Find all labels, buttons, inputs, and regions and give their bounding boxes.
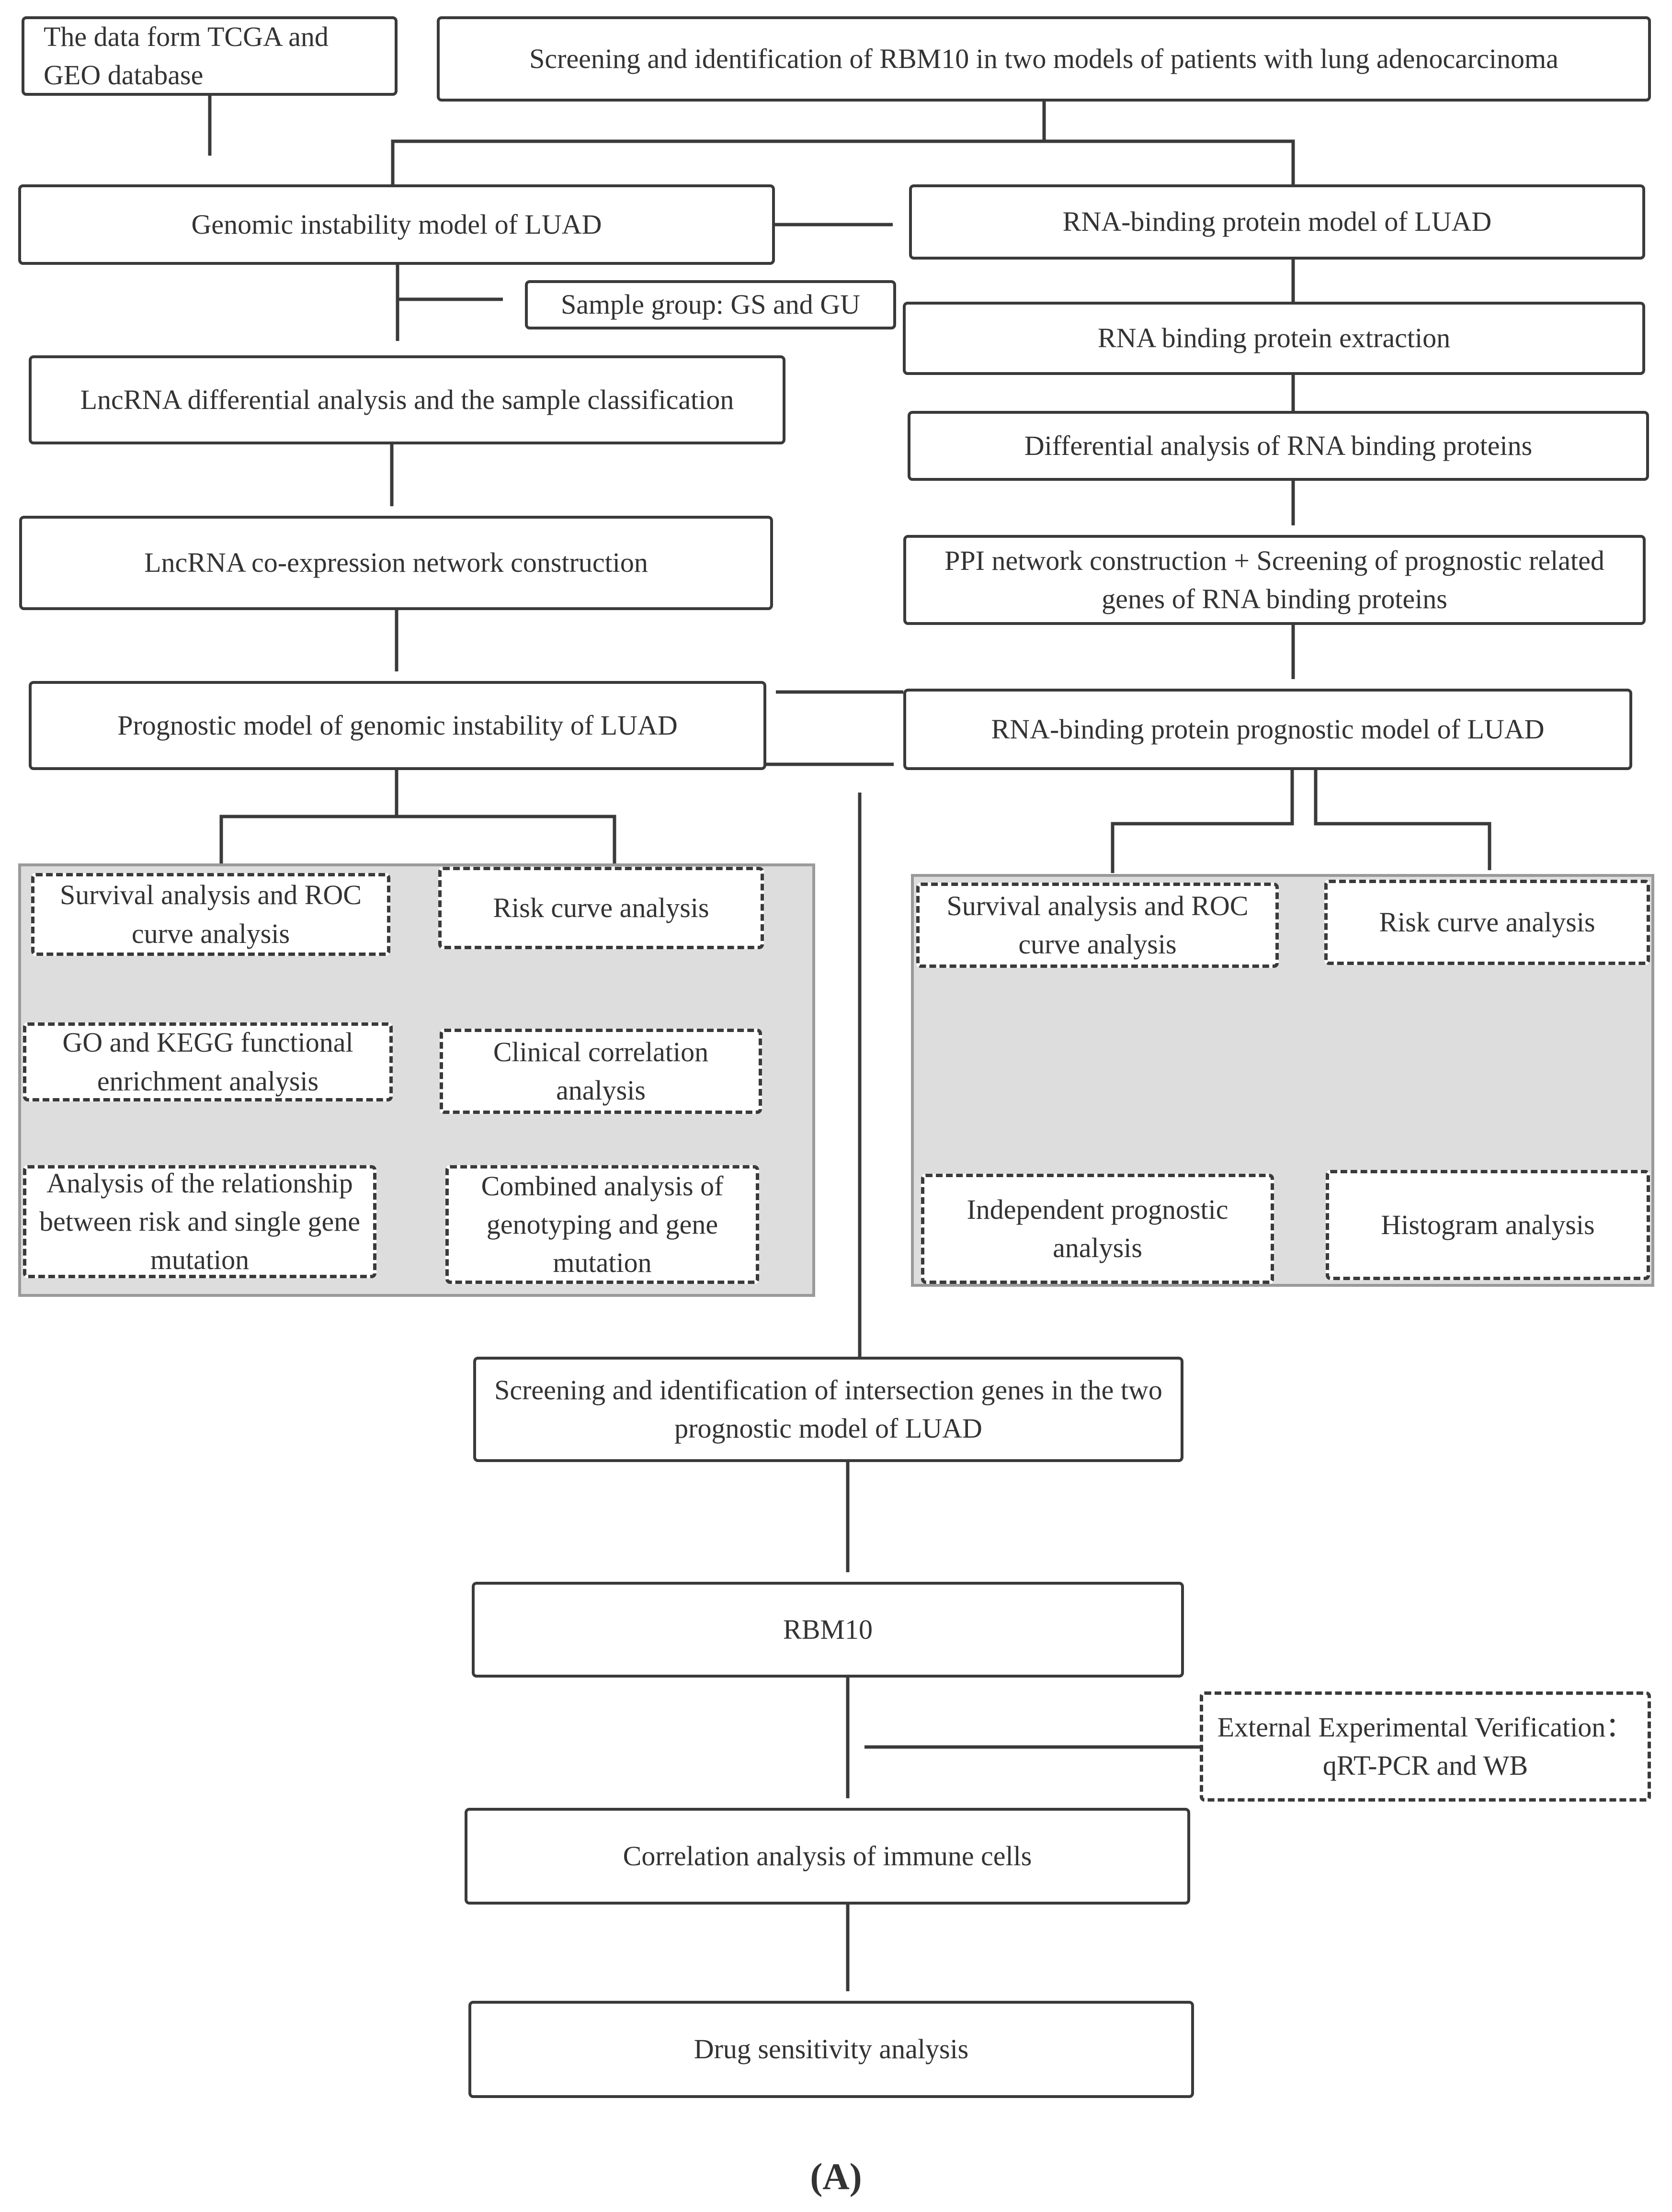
data-source-box: The data form TCGA and GEO database (22, 16, 398, 96)
combined-genotyping-box: Combined analysis of genotyping and gene… (445, 1165, 759, 1284)
rbp-extraction-box: RNA binding protein extraction (903, 302, 1645, 375)
ppi-network-box: PPI network construction + Screening of … (903, 535, 1646, 625)
rbp-prognostic-split-left (1111, 770, 1294, 873)
rbp-differential-box: Differential analysis of RNA binding pro… (908, 411, 1649, 481)
rbp-model-box: RNA-binding protein model of LUAD (909, 184, 1645, 260)
figure-caption: (A) (810, 2155, 862, 2197)
clinical-correlation-box: Clinical correlation analysis (440, 1029, 762, 1114)
screening-rbm10-box: Screening and identification of RBM10 in… (437, 16, 1651, 102)
left-risk-curve-box: Risk curve analysis (438, 867, 764, 949)
screening-to-genomic-arrow (391, 139, 1044, 185)
left-survival-roc-box: Survival analysis and ROC curve analysis (31, 873, 390, 956)
lncrna-coexpression-box: LncRNA co-expression network constructio… (19, 516, 773, 610)
lncrna-differential-box: LncRNA differential analysis and the sam… (29, 355, 785, 444)
external-verification-box: External Experimental Verification：qRT-P… (1200, 1691, 1651, 1802)
go-kegg-box: GO and KEGG functional enrichment analys… (23, 1022, 393, 1101)
immune-cell-correlation-box: Correlation analysis of immune cells (465, 1808, 1190, 1905)
rbp-prognostic-split-right (1314, 770, 1491, 871)
independent-prognostic-box: Independent prognostic analysis (921, 1174, 1274, 1284)
screening-to-rbp-arrow (1044, 139, 1295, 185)
genomic-to-left-survival-arrow (219, 815, 397, 873)
genomic-instability-model-box: Genomic instability model of LUAD (18, 184, 775, 265)
right-risk-curve-box: Risk curve analysis (1324, 880, 1650, 965)
histogram-analysis-box: Histogram analysis (1326, 1170, 1650, 1280)
prognostic-rbp-model-box: RNA-binding protein prognostic model of … (903, 689, 1632, 770)
risk-gene-mutation-box: Analysis of the relationship between ris… (23, 1165, 376, 1278)
drug-sensitivity-box: Drug sensitivity analysis (468, 2001, 1194, 2098)
right-survival-roc-box: Survival analysis and ROC curve analysis (916, 883, 1279, 968)
prognostic-genomic-model-box: Prognostic model of genomic instability … (29, 681, 766, 770)
sample-group-box: Sample group: GS and GU (525, 280, 896, 329)
rbm10-box: RBM10 (472, 1582, 1184, 1678)
genomic-to-left-risk-arrow (397, 815, 616, 867)
intersection-genes-box: Screening and identification of intersec… (473, 1357, 1183, 1462)
